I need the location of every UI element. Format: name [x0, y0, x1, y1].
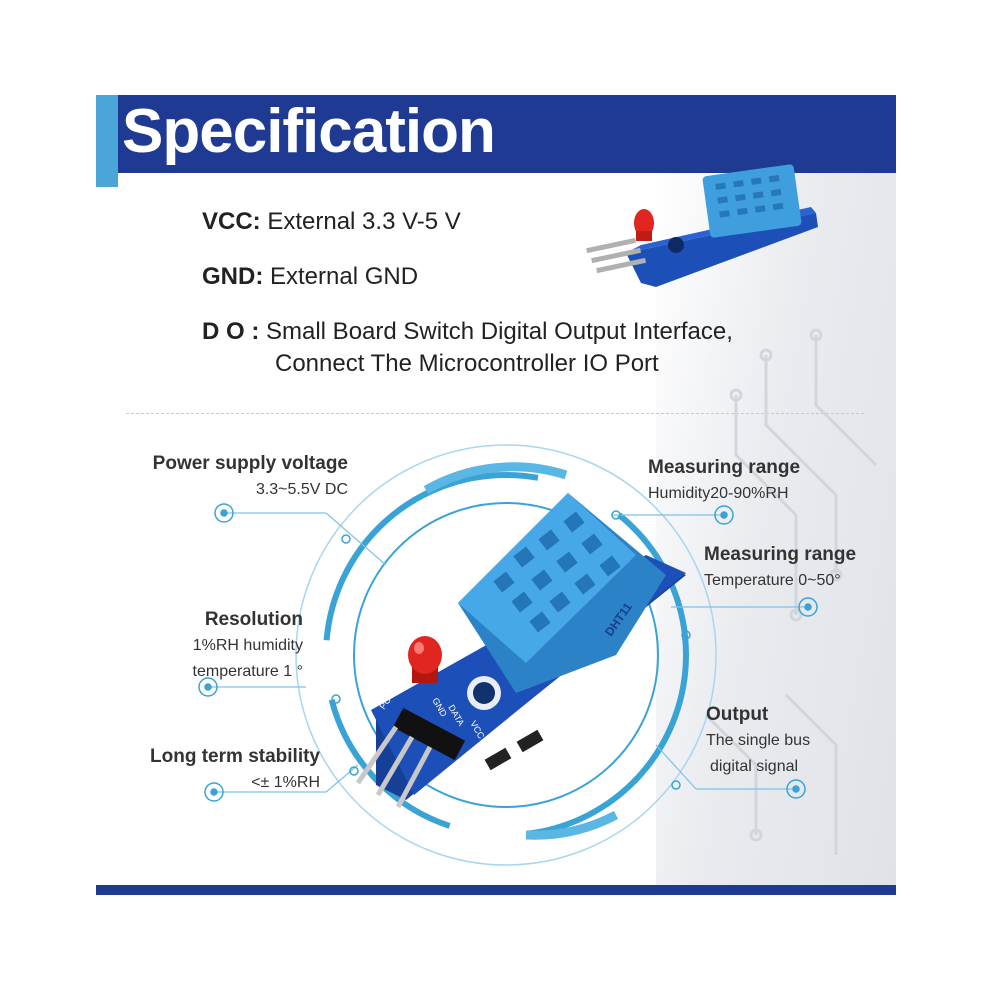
product-thumbnail: [586, 164, 818, 287]
output-title: Output: [706, 704, 769, 725]
output-value-line1: The single bus: [706, 732, 811, 749]
header-pins: [355, 707, 466, 809]
spec-vcc: VCC: External 3.3 V-5 V: [202, 207, 461, 237]
resolution-value-temperature: temperature 1 °: [192, 663, 303, 680]
middle-ring: [323, 472, 689, 838]
led-indicator: [408, 636, 442, 683]
power-supply-value: 3.3~5.5V DC: [255, 481, 348, 498]
spec-do-label: D O :: [202, 318, 260, 345]
background-gradient: [656, 170, 896, 895]
output-value-line2: digital signal: [710, 758, 799, 775]
temperature-range-value: Temperature 0~50°: [704, 572, 841, 589]
stability-title: Long term stability: [150, 746, 320, 767]
temperature-range-title: Measuring range: [704, 544, 857, 565]
power-supply-title: Power supply voltage: [152, 453, 348, 474]
banner-accent: [96, 95, 118, 187]
marker-stability: [204, 782, 224, 802]
marker-resolution: [198, 677, 218, 697]
dht11-module: DHT11 POWER GND DATA: [355, 493, 686, 809]
spec-vcc-value: External 3.3 V-5 V: [267, 208, 461, 235]
resolution-value-humidity: 1%RH humidity: [192, 637, 303, 654]
spec-do-value: Small Board Switch Digital Output Interf…: [266, 318, 733, 345]
spec-do: D O : Small Board Switch Digital Output …: [202, 317, 733, 347]
marker-humidity: [714, 505, 734, 525]
label-markers: [198, 503, 818, 802]
marker-output: [786, 779, 806, 799]
circuit-traces: [704, 328, 878, 855]
marker-temperature: [798, 597, 818, 617]
spec-panel: Specification VCC: External 3.3 V-5 V GN…: [96, 95, 896, 895]
resolution-title: Resolution: [204, 609, 303, 630]
marker-power: [214, 503, 234, 523]
inner-ring: [353, 502, 659, 808]
page-title: Specification: [122, 97, 496, 166]
sensor-housing: DHT11: [458, 493, 666, 693]
humidity-range-title: Measuring range: [648, 457, 801, 478]
leader-lines: [208, 512, 808, 793]
stability-value: <± 1%RH: [251, 774, 320, 791]
diagram-graphics: DHT11 POWER GND DATA: [198, 164, 878, 866]
spec-do-value-line2: Connect The Microcontroller IO Port: [275, 350, 659, 377]
spec-gnd-value: External GND: [270, 263, 419, 290]
spec-gnd-label: GND:: [202, 263, 264, 290]
decorative-rings: [295, 444, 717, 866]
outer-ring: [295, 444, 717, 866]
spec-gnd: GND: External GND: [202, 262, 418, 292]
humidity-range-value: Humidity20-90%RH: [648, 485, 789, 502]
bottom-bar: [96, 885, 896, 895]
dashed-divider: [126, 413, 864, 414]
spec-vcc-label: VCC:: [202, 208, 261, 235]
title-banner: [96, 95, 896, 173]
